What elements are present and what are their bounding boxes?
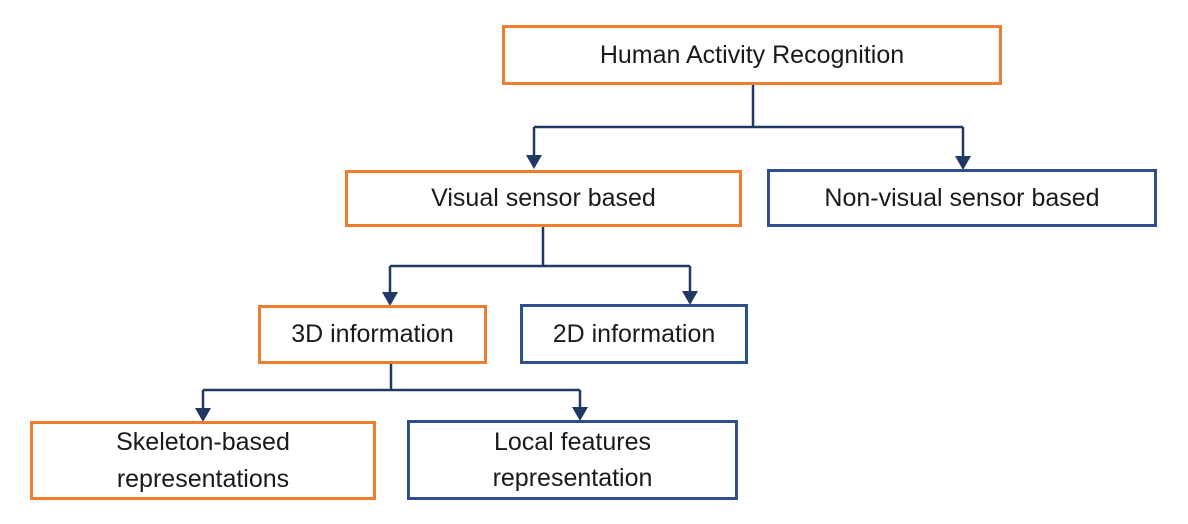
node-local-features-representation: Local features representation [407,420,738,500]
edge-3d-children [195,364,588,422]
node-human-activity-recognition: Human Activity Recognition [502,25,1002,85]
edge-har-children [526,85,971,170]
node-non-visual-sensor-based: Non-visual sensor based [767,169,1157,227]
node-2d-information: 2D information [520,304,748,364]
node-skeleton-based-representations: Skeleton-based representations [30,421,376,500]
node-3d-information: 3D information [258,305,487,364]
edge-visual-children [382,227,698,306]
node-visual-sensor-based: Visual sensor based [345,170,742,227]
